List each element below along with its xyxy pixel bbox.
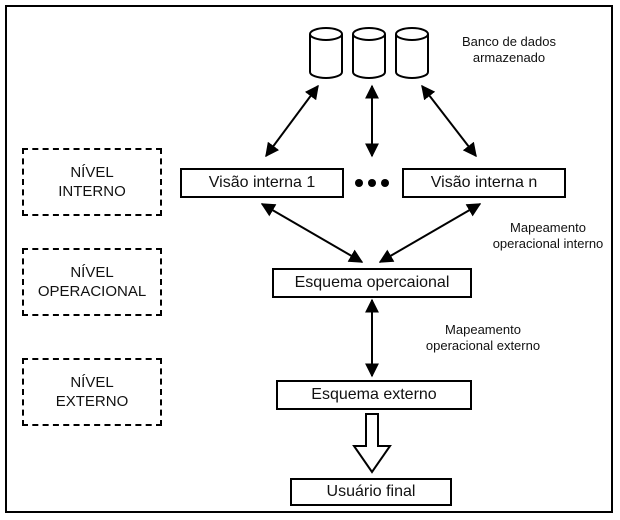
box-external-schema: Esquema externo bbox=[276, 380, 472, 410]
box-internal-view-1: Visão interna 1 bbox=[180, 168, 344, 198]
level-operational: NÍVEL OPERACIONAL bbox=[22, 248, 162, 316]
database-label: Banco de dados armazenado bbox=[444, 34, 574, 66]
mapping-internal-note: Mapeamento operacional interno bbox=[478, 220, 618, 252]
mapping-external-line2: operacional externo bbox=[425, 338, 541, 353]
level-external: NÍVEL EXTERNO bbox=[22, 358, 162, 426]
database-icon bbox=[309, 27, 429, 79]
mapping-internal-line1: Mapeamento bbox=[510, 220, 586, 235]
diagram-frame bbox=[5, 5, 613, 513]
arrow-viewn-operational bbox=[378, 203, 482, 263]
level-external-line1: NÍVEL bbox=[70, 374, 114, 391]
mapping-internal-line2: operacional interno bbox=[492, 236, 604, 251]
arrow-view1-operational bbox=[260, 203, 364, 263]
cylinder-3 bbox=[395, 27, 429, 79]
level-internal-line2: INTERNO bbox=[58, 183, 126, 200]
level-internal: NÍVEL INTERNO bbox=[22, 148, 162, 216]
mapping-external-note: Mapeamento operacional externo bbox=[410, 322, 556, 354]
ellipsis-dots bbox=[355, 179, 389, 187]
cylinder-1 bbox=[309, 27, 343, 79]
level-external-line2: EXTERNO bbox=[55, 393, 129, 410]
level-operational-line1: NÍVEL bbox=[70, 264, 114, 281]
mapping-external-line1: Mapeamento bbox=[445, 322, 521, 337]
box-operational-schema: Esquema opercaional bbox=[272, 268, 472, 298]
arrow-db-viewn bbox=[421, 84, 477, 158]
hollow-down-arrow bbox=[352, 413, 392, 474]
level-internal-line1: NÍVEL bbox=[70, 164, 114, 181]
cylinder-2 bbox=[352, 27, 386, 79]
level-operational-line2: OPERACIONAL bbox=[37, 283, 147, 300]
arrow-db-view1 bbox=[265, 84, 319, 158]
box-final-user: Usuário final bbox=[290, 478, 452, 506]
database-label-line2: armazenado bbox=[472, 50, 546, 65]
database-label-line1: Banco de dados bbox=[462, 34, 556, 49]
box-internal-view-n: Visão interna n bbox=[402, 168, 566, 198]
